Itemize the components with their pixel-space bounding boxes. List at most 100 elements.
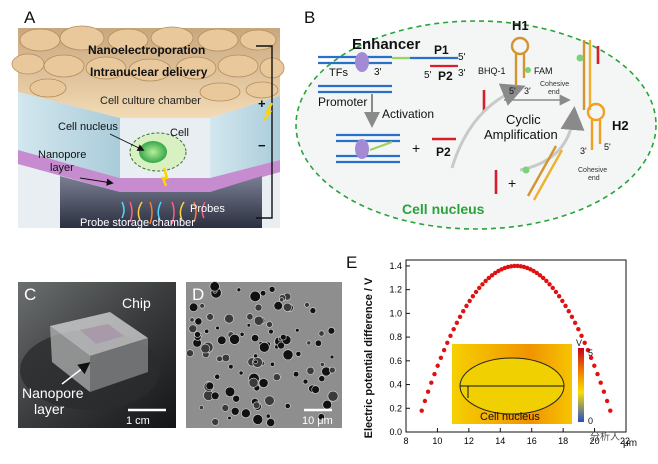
chip-side-right [90, 338, 148, 392]
label-nanopore-c: Nanopore layer [22, 385, 87, 417]
nanopore [327, 390, 339, 402]
probe-strands [121, 201, 206, 225]
plus-b1: + [412, 140, 420, 156]
data-point [601, 389, 607, 394]
data-point [576, 326, 581, 332]
nanopore [268, 328, 274, 335]
cyclic-line-2: Amplification [484, 127, 558, 142]
data-point [531, 268, 536, 274]
panel-e-letter: E [346, 253, 357, 272]
plus-b2: + [508, 175, 516, 191]
data-point [582, 340, 587, 346]
nanopore [211, 418, 219, 426]
nanopore [252, 414, 264, 425]
label-fam: FAM [534, 66, 553, 76]
nanopore [258, 341, 270, 353]
x-tick-label: 14 [495, 436, 505, 446]
watermark: 分析人 [590, 430, 620, 443]
nanopore-c-line-2: layer [34, 401, 65, 417]
nanopore [293, 371, 300, 378]
data-point [493, 270, 498, 276]
cohesive-1-line-1: Cohesive [540, 81, 569, 88]
nanopore [253, 315, 264, 326]
nanopore [211, 391, 220, 400]
colorbar-unit: V [576, 338, 582, 348]
nanopore [241, 408, 251, 419]
label-cell-culture-chamber: Cell culture chamber [100, 95, 201, 107]
data-point [585, 347, 591, 353]
nanopore [224, 313, 234, 324]
x-tick-label: 22 [620, 436, 630, 446]
nanopore [249, 290, 261, 303]
y-tick-label: 0.4 [389, 380, 402, 390]
cohesive-2-line-1: Cohesive [578, 167, 607, 174]
label-scale-c: 1 cm [126, 415, 150, 427]
nanopore [319, 361, 325, 367]
nanopore [284, 403, 291, 409]
inset-label: Cell nucleus [480, 411, 540, 423]
nanopore [229, 333, 240, 345]
label-3prime-b: 3' [458, 68, 466, 79]
nanopore [248, 377, 259, 388]
data-point [454, 320, 460, 326]
panel-d-letter: D [192, 285, 204, 304]
nanopore [224, 386, 236, 397]
nanopore-line-1: Nanopore [38, 149, 86, 161]
label-p2-free: P2 [436, 145, 451, 159]
scatter-series [419, 263, 613, 413]
h2-loop [586, 102, 606, 122]
lightning-icon [263, 102, 274, 121]
x-tick-label: 16 [527, 436, 537, 446]
nanopore [232, 394, 240, 403]
chip-window [80, 324, 124, 344]
bound-probe [369, 140, 393, 152]
nucleus-boundary [295, 20, 657, 230]
plot-frame [405, 259, 627, 433]
nanopore [221, 404, 230, 412]
plus-sign: + [258, 96, 266, 111]
data-point [509, 264, 514, 269]
panel-c: C Chip Nanopore layer 1 cm [18, 282, 176, 428]
colorbar-tick-bottom: 0 [588, 416, 593, 426]
nanopore [258, 378, 269, 388]
x-tick-label: 18 [558, 436, 568, 446]
nanopore [327, 327, 336, 335]
label-nanopore-layer: Nanopore layer [38, 149, 89, 174]
data-point [429, 380, 434, 385]
nanopore [246, 323, 251, 328]
label-probes: Probes [190, 203, 225, 215]
tf-protein [355, 52, 369, 72]
panel-a: + − A Nanoelectroporation Intranuclear d… [11, 8, 285, 229]
nanopore [206, 313, 214, 321]
y-axis-label: Electric potential difference / V [363, 277, 375, 438]
nanopore [318, 330, 325, 337]
data-point [489, 273, 495, 278]
minus-sign: − [258, 138, 266, 153]
nanopore [253, 359, 258, 364]
y-tick-label: 1.2 [389, 285, 402, 295]
label-bhq1: BHQ-1 [478, 66, 506, 76]
nanopore [264, 395, 275, 406]
y-tick-label: 1.4 [389, 261, 402, 271]
data-point [448, 333, 453, 339]
label-cohesive-1: Cohesive end [540, 81, 571, 96]
label-5prime-h2: 5' [604, 142, 611, 152]
nanopore [266, 321, 273, 328]
data-point [540, 275, 546, 281]
data-point [441, 347, 447, 353]
label-nanoelectroporation: Nanoelectroporation [88, 43, 205, 57]
data-point [445, 340, 450, 346]
x-tick-label: 10 [432, 436, 442, 446]
label-3prime-a: 3' [374, 67, 382, 78]
nanopore [194, 331, 201, 338]
label-activation: Activation [382, 107, 434, 121]
data-point [419, 408, 424, 413]
panel-d: D 10 μm [186, 281, 342, 428]
data-point [544, 278, 549, 284]
nanopore [329, 354, 335, 360]
nanopore [204, 328, 210, 334]
h1-loop [510, 36, 530, 56]
nanopore [228, 364, 234, 370]
label-chip: Chip [122, 295, 151, 311]
nanopore [236, 287, 242, 293]
